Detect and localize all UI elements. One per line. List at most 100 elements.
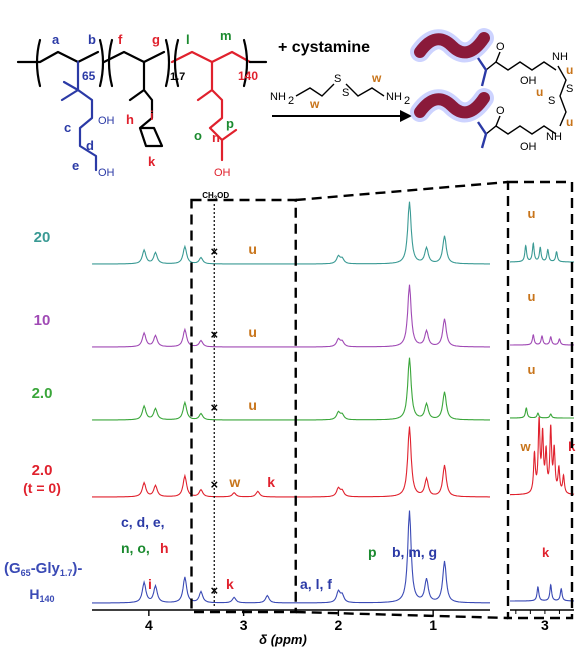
series-label-4: (G65-Gly1.7)-: [4, 560, 82, 578]
series-label-2: 2.0: [32, 385, 53, 402]
label-m: m: [220, 28, 232, 43]
cystamine-nh2-left-sub: 2: [288, 95, 294, 107]
oh-label-g-1: OH: [98, 115, 115, 127]
inset-annotation-1-0: u: [527, 289, 535, 304]
product-o-bottom: O: [496, 105, 505, 117]
backbone-g: [16, 50, 100, 64]
inset-trace-1: [510, 334, 574, 346]
polymer-coil-bottom: [410, 88, 494, 123]
series-sublabel-3: (t = 0): [23, 480, 61, 496]
label-n: n: [212, 130, 220, 145]
bracket-g-right: [98, 38, 105, 88]
label-c: c: [64, 120, 71, 135]
peak-annotation-4-2: h: [160, 540, 169, 556]
inset-annotation-0-0: u: [527, 206, 535, 221]
peak-annotation-3-0: w: [228, 474, 240, 490]
solvent-cross-3: ×: [210, 477, 218, 492]
label-d: d: [86, 138, 94, 153]
peak-annotation-0-0: u: [248, 241, 257, 257]
cystamine-s2: S: [342, 87, 349, 99]
product-u-2: u: [536, 85, 543, 99]
h-repeat-count: 140: [238, 69, 258, 83]
inset-x-tick-label: 3: [541, 617, 549, 633]
label-o: o: [194, 128, 202, 143]
inset-x-axis: 3: [510, 609, 574, 633]
inset-annotation-4-0: k: [542, 545, 550, 560]
solvent-cross-2: ×: [210, 400, 218, 415]
spectrum-trace-1: [91, 284, 490, 348]
inset-trace-3: [510, 416, 575, 496]
product-u-3: u: [566, 115, 573, 129]
zoom-guide-top: [295, 180, 509, 202]
g-repeat-count: 65: [82, 69, 96, 83]
x-tick-label-0: 4: [145, 617, 153, 633]
product-nh-bottom: NH: [546, 131, 562, 143]
product-linker: [485, 51, 567, 135]
backbone-h: [170, 50, 252, 64]
inset-annotation-2-0: u: [527, 362, 535, 377]
series-label-sub: 65: [21, 568, 31, 578]
spectra-traces: [91, 201, 490, 604]
zoom-guide-bottom: [295, 610, 509, 620]
bracket-g-left: [35, 38, 42, 88]
cystamine-nh2-right: NH: [386, 91, 402, 103]
label-g: g: [152, 32, 160, 47]
product-oh-bottom: OH: [520, 141, 537, 153]
inset-traces: [510, 241, 575, 602]
label-l: l: [186, 32, 190, 47]
spectrum-trace-0: [91, 201, 490, 265]
product-s-2: S: [548, 95, 555, 107]
product-oh-top: OH: [520, 75, 537, 87]
inset-annotation-3-0: w: [519, 439, 531, 454]
polymer-coil-top: [410, 28, 494, 63]
product-o-top: O: [496, 41, 505, 53]
series-label-end: )-: [72, 560, 82, 577]
peak-annotation-4-5: a, l, f: [300, 576, 332, 592]
solvent-cross-4: ×: [210, 583, 218, 598]
product-nh-top: NH: [552, 51, 568, 63]
spectrum-trace-2: [91, 357, 490, 421]
x-axis-label: δ (ppm): [259, 632, 307, 647]
polymer-structure: [16, 38, 268, 172]
bracket-gly-right: [164, 38, 171, 88]
oh-label-h: OH: [214, 167, 231, 179]
cystamine-structure: [295, 83, 385, 97]
series-label-sub2: 1.7: [60, 568, 73, 578]
solvent-marker: CH3OD×××××: [202, 191, 229, 608]
bracket-gly-left: [107, 38, 114, 88]
peak-annotation-1-0: u: [248, 324, 257, 340]
polymer-labels: a b c d e f g h i k l m n o p: [52, 28, 234, 173]
zoom-guides: [190, 180, 574, 620]
series-label-3: 2.0: [32, 462, 53, 479]
product-u-1: u: [566, 63, 573, 77]
bracket-h-left: [173, 38, 180, 88]
label-b: b: [88, 32, 96, 47]
x-tick-label-3: 1: [429, 617, 437, 633]
x-tick-label-2: 2: [334, 617, 342, 633]
solvent-label-suffix: OD: [217, 191, 229, 200]
cystamine-s1: S: [334, 73, 341, 85]
gly-side-chain: [128, 60, 164, 148]
gly-repeat-count: 1.7: [170, 71, 185, 83]
inset-trace-4: [510, 583, 574, 602]
spectrum-trace-3: [92, 426, 490, 498]
series-sublabel-sub: 140: [40, 594, 55, 604]
series-label-1: 10: [34, 312, 51, 329]
reaction-scheme: 65 1.7 140 a b c d e f g h i k l m n o p…: [16, 28, 573, 179]
label-a: a: [52, 32, 60, 47]
reagent-label: + cystamine: [278, 39, 370, 56]
label-k: k: [148, 154, 156, 169]
g-carbonyl: [62, 80, 80, 92]
spectrum-trace-4: [92, 510, 490, 604]
oh-label-g-2: OH: [98, 167, 115, 179]
solvent-cross-1: ×: [210, 327, 218, 342]
label-f: f: [118, 32, 123, 47]
product-s-1: S: [566, 83, 573, 95]
h-side-chain: [196, 60, 238, 162]
peak-annotation-4-3: i: [148, 576, 152, 592]
